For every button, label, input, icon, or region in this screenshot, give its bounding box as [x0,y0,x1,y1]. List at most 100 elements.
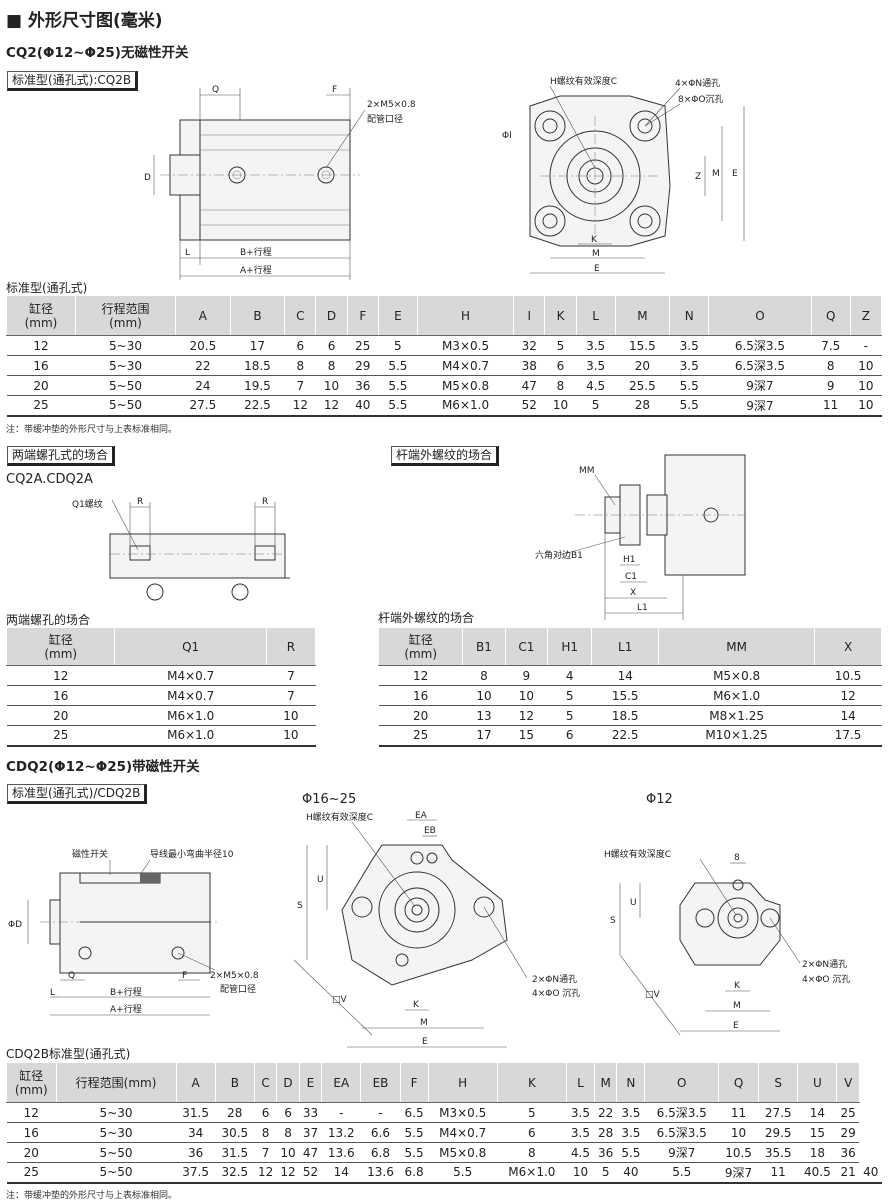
h-thread-label: H螺纹有效深度C [306,811,373,823]
table-cell: 20 [378,705,463,726]
table-header-cell: B [214,1062,255,1103]
dim-r-right: R [262,497,268,507]
table-cell: 8 [497,1142,567,1163]
dim-l: L [185,248,190,258]
table-cell: 5 [497,1102,567,1123]
dim-c1: C1 [625,572,637,582]
table-cell: M3×0.5 [417,335,514,356]
table-cell: 5.5 [378,375,418,396]
cdq2b-side-view: 磁性开关 导线最小弯曲半径10 ΦD Q F 2×M5×0.8 配管口径 L B… [8,848,259,1016]
table-cell: 3.5 [616,1102,645,1123]
dim-eb: EB [424,826,436,836]
table-cell: 22.5 [230,395,285,417]
table-header-cell: K [544,295,577,336]
table-cell: 4.5 [566,1142,595,1163]
table-cell: 8 [254,1122,277,1143]
table-cell: 52 [299,1162,322,1184]
port-label-1: 2×M5×0.8 [210,971,259,981]
dim-s: S [610,916,616,926]
table-cell: M4×0.7 [428,1122,498,1143]
table-cell: 15.5 [615,335,670,356]
table-cell: 32.5 [215,1162,255,1184]
table-cell: M4×0.7 [114,665,267,686]
dim-q: Q [68,971,75,981]
table-cell: 6.5深3.5 [708,355,812,376]
dim-k: K [734,981,741,991]
table-header-cell: E [377,295,418,336]
table-cell: 29 [347,355,379,376]
dim-b-stroke: B+行程 [110,986,142,998]
table-cell: 25 [6,1162,57,1184]
table-cell: 6 [276,1102,300,1123]
table-cell: 12 [6,335,76,356]
table3-caption: 杆端外螺纹的场合 [378,611,475,625]
cq2b-side-view: Q F D L B+行程 A+行程 2×M5×0.8 配管口径 [144,85,416,280]
table-cell: 12 [6,1102,57,1123]
table-cell: 9 [811,375,851,396]
dim-l1: L1 [637,603,648,613]
table-cell: 25 [836,1102,860,1123]
table-cell: 25 [378,725,463,747]
table-header-cell: X [814,627,882,666]
table-cell: 3.5 [576,335,616,356]
dim-x: X [630,588,636,598]
table-cell: M6×1.0 [658,685,815,706]
table-cell: 10 [266,705,316,726]
n-hole-label: 2×ΦN通孔 [532,974,577,985]
table-header-cell: M [593,1062,618,1103]
table-cell: 28 [594,1122,617,1143]
dim-q: Q [212,85,219,95]
box-label-both-ends: 两端螺孔式的场合 [7,446,116,466]
table-cell: 30.5 [215,1122,255,1143]
table-cell: 4.5 [576,375,616,396]
table-cell: 5 [547,685,592,706]
table-header-cell: A [175,295,231,336]
cdq2b-front-view-16-25: H螺纹有效深度C EA EB U S □V 2×ΦN通孔 4×ΦO 沉孔 K M… [293,811,580,1048]
table-cell: 34 [176,1122,216,1143]
table-cell: 36 [347,375,379,396]
table-cell: 5~50 [56,1162,176,1184]
table-cell: 5~50 [75,395,176,417]
table-cell: 8 [544,375,577,396]
table-cell: 15 [797,1122,837,1143]
table-header-cell: B [229,295,286,336]
table-cell: 40 [859,1162,882,1184]
table-cell: 6.8 [360,1142,401,1163]
table-cell: 10 [315,375,348,396]
table-cell: 10 [544,395,577,417]
table-cell: M3×0.5 [428,1102,498,1123]
table-cell: 7 [254,1142,277,1163]
table-cell: M4×0.7 [417,355,514,376]
table-header-cell: Q [718,1062,760,1103]
table-header-cell: S [758,1062,799,1103]
table-cell: 20 [6,705,115,726]
table-cell: M5×0.8 [417,375,514,396]
hex-b1-label: 六角对边B1 [535,549,583,561]
table-cell: 6.5深3.5 [644,1102,719,1123]
dim-ea: EA [415,811,428,821]
table-cell: 12 [284,395,316,417]
table-cell: 10.5 [718,1142,759,1163]
table-cell: 24 [175,375,231,396]
dim-u: U [317,875,324,885]
table-cell: 40 [347,395,379,417]
table-cell: 15 [505,725,548,747]
table-cell: 52 [513,395,545,417]
dim-h1: H1 [623,555,636,565]
table-header-cell: Q1 [114,627,267,666]
table-cell: 6 [284,335,316,356]
table-cell: M6×1.0 [114,725,267,747]
table-cell: 11 [718,1102,759,1123]
table-header-cell: 缸径(mm) [6,295,76,336]
table-cell: - [321,1102,361,1123]
table-cell: 13.2 [321,1122,361,1143]
table-cell: 20.5 [175,335,231,356]
model-label-cq2a: CQ2A.CDQ2A [6,472,93,487]
table-cell: 20 [6,375,76,396]
dim-a-stroke: A+行程 [110,1003,142,1015]
q1-thread-label: Q1螺纹 [72,498,103,510]
table-cell: 9深7 [718,1162,759,1184]
